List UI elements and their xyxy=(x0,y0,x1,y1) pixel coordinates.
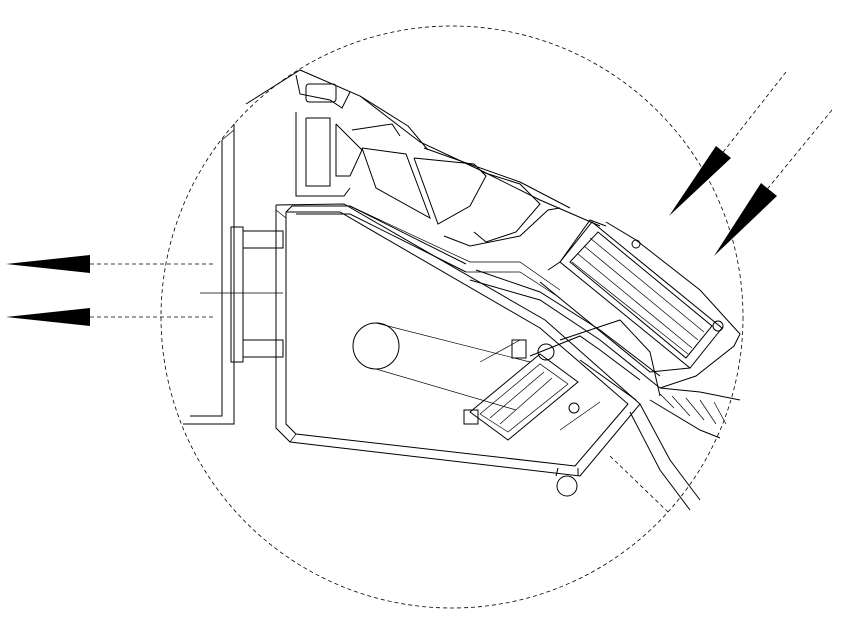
left-wall xyxy=(183,124,235,425)
cylinder-motor xyxy=(539,219,741,389)
guide-rails xyxy=(285,205,661,389)
mounting-flange xyxy=(200,226,284,363)
incoming-arrow-right xyxy=(714,109,833,256)
incoming-arrow-left xyxy=(669,71,787,216)
outgoing-arrow-lower xyxy=(6,308,215,326)
bottom-roller xyxy=(555,467,579,497)
housing-body xyxy=(275,203,641,477)
detail-circle xyxy=(160,25,744,609)
upper-frame xyxy=(245,69,601,247)
outgoing-arrow-upper xyxy=(6,255,215,273)
hatched-region xyxy=(609,387,741,513)
pivot-pin xyxy=(352,322,400,370)
linkage-block xyxy=(463,319,661,441)
